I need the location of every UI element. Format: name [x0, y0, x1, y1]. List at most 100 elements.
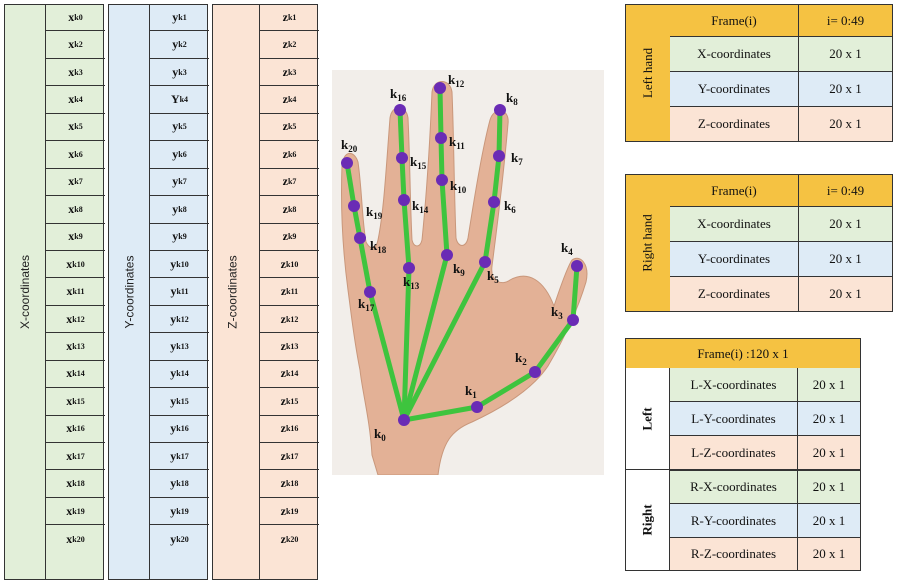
keypoint-k3 — [567, 314, 579, 326]
keypoint-label-k13: k13 — [403, 274, 420, 291]
skeleton-line — [344, 160, 357, 209]
combined-row-ry: R-Y-coordinates 20 x 1 — [670, 504, 860, 538]
keypoint-label-k16: k16 — [390, 86, 407, 103]
right-hand-row-z: Z-coordinates 20 x 1 — [670, 277, 892, 311]
keypoint-k20 — [341, 157, 353, 169]
keypoint-label-k1: k1 — [465, 383, 477, 400]
keypoint-labels: k0k1k2k3k4k5k6k7k8k9k10k11k12k13k14k15k1… — [341, 72, 573, 443]
combined-right-label: Right — [626, 470, 670, 570]
combined-row-rx: R-X-coordinates 20 x 1 — [670, 470, 860, 504]
keypoint-label-k19: k19 — [366, 204, 383, 221]
keypoint-k12 — [434, 82, 446, 94]
frame-range: i= 0:49 — [799, 5, 892, 36]
skeleton-line — [496, 107, 503, 159]
combined-row-rz: R-Z-coordinates 20 x 1 — [670, 538, 860, 570]
keypoint-k8 — [494, 104, 506, 116]
keypoint-label-k6: k6 — [504, 198, 516, 215]
combined-row-lx: L-X-coordinates 20 x 1 — [670, 368, 860, 402]
keypoint-k6 — [488, 196, 500, 208]
keypoint-k18 — [354, 232, 366, 244]
left-hand-table: Left hand Frame(i) i= 0:49 X-coordinates… — [625, 4, 893, 142]
skeleton-line — [401, 252, 450, 423]
keypoint-label-k9: k9 — [453, 261, 465, 278]
keypoint-label-k12: k12 — [448, 72, 465, 89]
keypoint-label-k20: k20 — [341, 137, 358, 154]
right-hand-row-y: Y-coordinates 20 x 1 — [670, 242, 892, 277]
skeleton-line — [532, 317, 576, 375]
combined-row-ly: L-Y-coordinates 20 x 1 — [670, 402, 860, 436]
combined-row-lz: L-Z-coordinates 20 x 1 — [670, 436, 860, 470]
keypoint-label-k11: k11 — [449, 134, 465, 151]
left-hand-row-x: X-coordinates 20 x 1 — [670, 37, 892, 72]
keypoint-label-k10: k10 — [450, 178, 467, 195]
keypoint-k2 — [529, 366, 541, 378]
skeleton-line — [401, 197, 412, 271]
keypoint-k15 — [396, 152, 408, 164]
skeleton-lines — [344, 85, 580, 423]
skeleton-line — [401, 265, 412, 423]
keypoint-k7 — [493, 150, 505, 162]
keypoints — [341, 82, 583, 426]
skeleton-line — [401, 404, 480, 423]
keypoint-k10 — [436, 174, 448, 186]
skeleton-line — [474, 369, 538, 410]
keypoint-k1 — [471, 401, 483, 413]
keypoint-label-k5: k5 — [487, 268, 499, 285]
skeleton-line — [401, 259, 488, 423]
z-column-title: Z-coordinates — [226, 255, 240, 329]
skeleton-line — [357, 235, 373, 295]
right-hand-header-row: Frame(i) i= 0:49 — [670, 175, 892, 207]
hand-keypoint-figure: k0k1k2k3k4k5k6k7k8k9k10k11k12k13k14k15k1… — [332, 70, 604, 475]
keypoint-k0 — [398, 414, 410, 426]
left-hand-row-y: Y-coordinates 20 x 1 — [670, 72, 892, 107]
keypoint-label-k15: k15 — [410, 154, 427, 171]
keypoint-k17 — [364, 286, 376, 298]
right-hand-table: Right hand Frame(i) i= 0:49 X-coordinate… — [625, 174, 893, 312]
combined-frame-table: Frame(i) :120 x 1 Left Right L-X-coordin… — [625, 338, 861, 571]
keypoint-label-k7: k7 — [511, 150, 523, 167]
skeleton-line — [399, 155, 407, 203]
skeleton-line — [570, 263, 580, 323]
keypoint-k13 — [403, 262, 415, 274]
